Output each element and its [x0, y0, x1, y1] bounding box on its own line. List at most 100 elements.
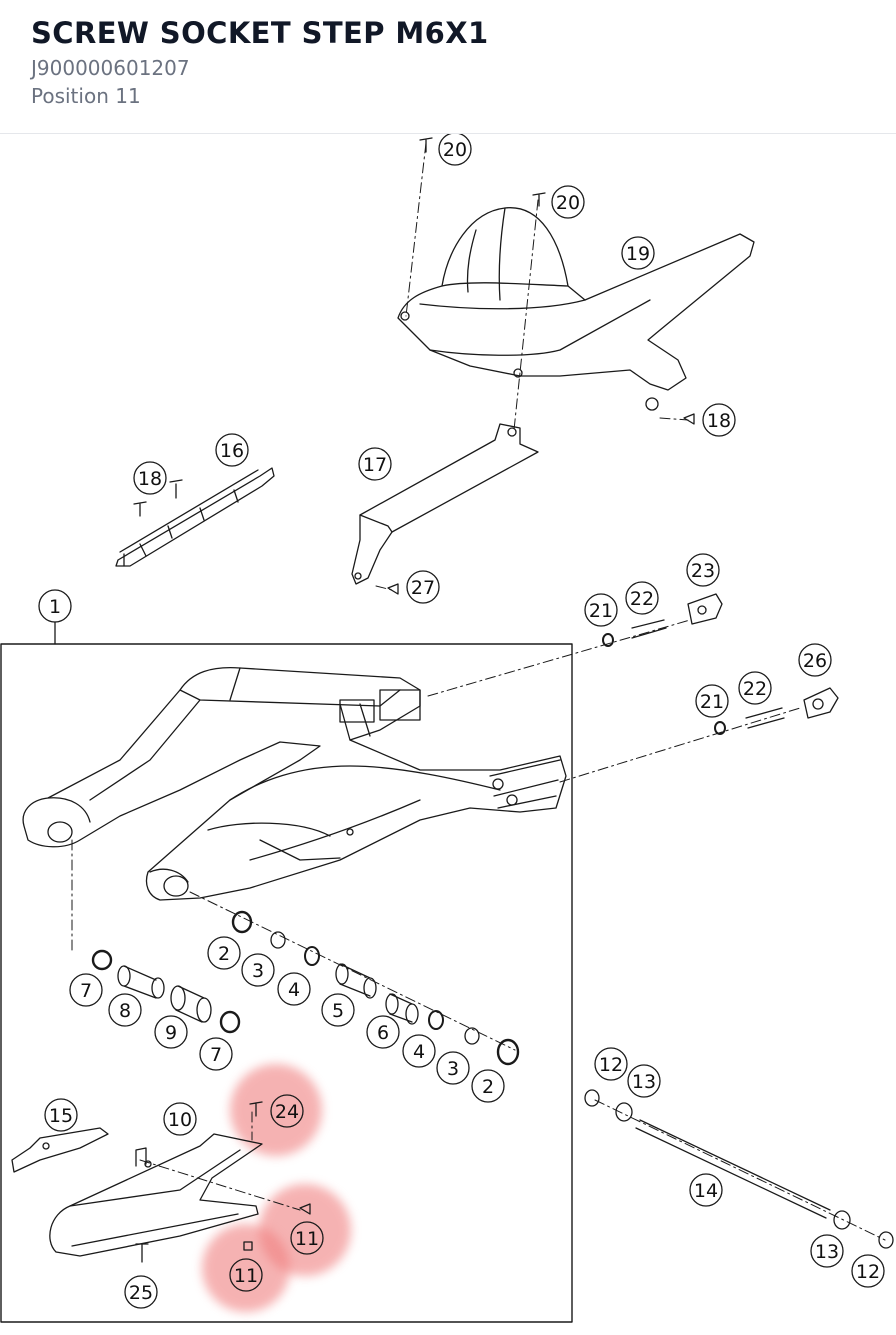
callout-label: 10: [168, 1109, 192, 1131]
callout-label: 7: [80, 980, 92, 1002]
callout-10[interactable]: 10: [163, 1102, 197, 1136]
callout-label: 2: [218, 943, 230, 965]
bush-9: [175, 985, 205, 1023]
callout-24[interactable]: 24: [270, 1094, 304, 1128]
callout-4[interactable]: 4: [277, 972, 311, 1006]
callout-circle: [270, 1094, 304, 1128]
washer-3a: [270, 931, 286, 949]
callout-11[interactable]: 11: [229, 1258, 263, 1292]
callout-25[interactable]: 25: [124, 1275, 158, 1309]
screw-11-lower: [243, 1241, 253, 1251]
callout-21[interactable]: 21: [584, 593, 618, 627]
callout-circle: [321, 993, 355, 1027]
callout-label: 5: [332, 1000, 344, 1022]
callout-13[interactable]: 13: [627, 1064, 661, 1098]
callout-15[interactable]: 15: [44, 1098, 78, 1132]
callout-label: 26: [803, 650, 827, 672]
callout-16[interactable]: 16: [215, 433, 249, 467]
screw-25: [135, 1243, 149, 1263]
callout-13[interactable]: 13: [810, 1234, 844, 1268]
callout-circle: [207, 936, 241, 970]
callout-label: 27: [411, 577, 435, 599]
seal-7a: [91, 949, 113, 971]
seal-2b: [496, 1038, 520, 1066]
callout-label: 21: [700, 691, 724, 713]
callout-26[interactable]: 26: [798, 643, 832, 677]
callout-21[interactable]: 21: [695, 684, 729, 718]
nut-21a: [602, 633, 614, 647]
callout-circle: [551, 185, 585, 219]
axle-14: [635, 1119, 831, 1219]
screw-18b: [169, 479, 183, 499]
callout-14[interactable]: 14: [689, 1173, 723, 1207]
bracket-15: [11, 1127, 109, 1173]
callout-circle: [625, 581, 659, 615]
callout-label: 9: [165, 1022, 177, 1044]
callout-label: 17: [363, 454, 387, 476]
callout-circle: [702, 403, 736, 437]
callout-circle: [277, 972, 311, 1006]
callout-circle: [108, 993, 142, 1027]
callout-1[interactable]: 1: [38, 589, 72, 623]
spacer-13b: [833, 1210, 851, 1230]
callout-circle: [44, 1098, 78, 1132]
callout-label: 3: [447, 1058, 459, 1080]
callout-label: 11: [295, 1228, 319, 1250]
screw-27: [387, 583, 399, 595]
callout-circle: [133, 461, 167, 495]
callout-2[interactable]: 2: [207, 936, 241, 970]
callout-label: 14: [694, 1180, 718, 1202]
callout-label: 21: [589, 600, 613, 622]
callout-label: 20: [556, 192, 580, 214]
callout-11[interactable]: 11: [290, 1221, 324, 1255]
callout-8[interactable]: 8: [108, 993, 142, 1027]
callout-27[interactable]: 27: [406, 570, 440, 604]
callout-label: 20: [443, 139, 467, 161]
callout-3[interactable]: 3: [436, 1051, 470, 1085]
swingarm-assembly-box: [0, 643, 573, 1323]
sleeve-5: [339, 963, 371, 997]
callout-22[interactable]: 22: [738, 671, 772, 705]
callout-12[interactable]: 12: [594, 1047, 628, 1081]
callout-circle: [621, 236, 655, 270]
callout-circle: [471, 1069, 505, 1103]
callout-20[interactable]: 20: [551, 185, 585, 219]
callout-circle: [199, 1037, 233, 1071]
chain-guard-17: [351, 423, 539, 585]
washer-3b: [464, 1027, 480, 1045]
callout-label: 24: [275, 1101, 299, 1123]
callout-circle: [241, 953, 275, 987]
callout-6[interactable]: 6: [366, 1015, 400, 1049]
callout-label: 25: [129, 1282, 153, 1304]
callout-18[interactable]: 18: [702, 403, 736, 437]
callout-5[interactable]: 5: [321, 993, 355, 1027]
callout-23[interactable]: 23: [686, 553, 720, 587]
seal-2a: [231, 910, 253, 934]
callout-18[interactable]: 18: [133, 461, 167, 495]
callout-7[interactable]: 7: [199, 1037, 233, 1071]
bearing-4a: [304, 946, 320, 966]
callout-label: 3: [252, 960, 264, 982]
callout-17[interactable]: 17: [358, 447, 392, 481]
callout-9[interactable]: 9: [154, 1015, 188, 1049]
callout-7[interactable]: 7: [69, 973, 103, 1007]
rear-hugger-19: [397, 207, 755, 391]
callout-22[interactable]: 22: [625, 581, 659, 615]
callout-12[interactable]: 12: [851, 1254, 885, 1288]
callout-2[interactable]: 2: [471, 1069, 505, 1103]
callout-20[interactable]: 20: [438, 134, 472, 166]
bearing-4b: [428, 1010, 444, 1030]
callout-circle: [366, 1015, 400, 1049]
callout-4[interactable]: 4: [402, 1034, 436, 1068]
highlight-group: [202, 1064, 351, 1312]
callout-3[interactable]: 3: [241, 953, 275, 987]
callout-label: 18: [707, 410, 731, 432]
callout-label: 12: [856, 1261, 880, 1283]
callout-label: 19: [626, 243, 650, 265]
adjuster-26: [803, 687, 839, 719]
screw-18a: [133, 501, 147, 517]
callout-circle: [686, 553, 720, 587]
callout-19[interactable]: 19: [621, 236, 655, 270]
rail-16: [115, 467, 275, 567]
part-header: SCREW SOCKET STEP M6X1 J900000601207 Pos…: [0, 0, 896, 134]
